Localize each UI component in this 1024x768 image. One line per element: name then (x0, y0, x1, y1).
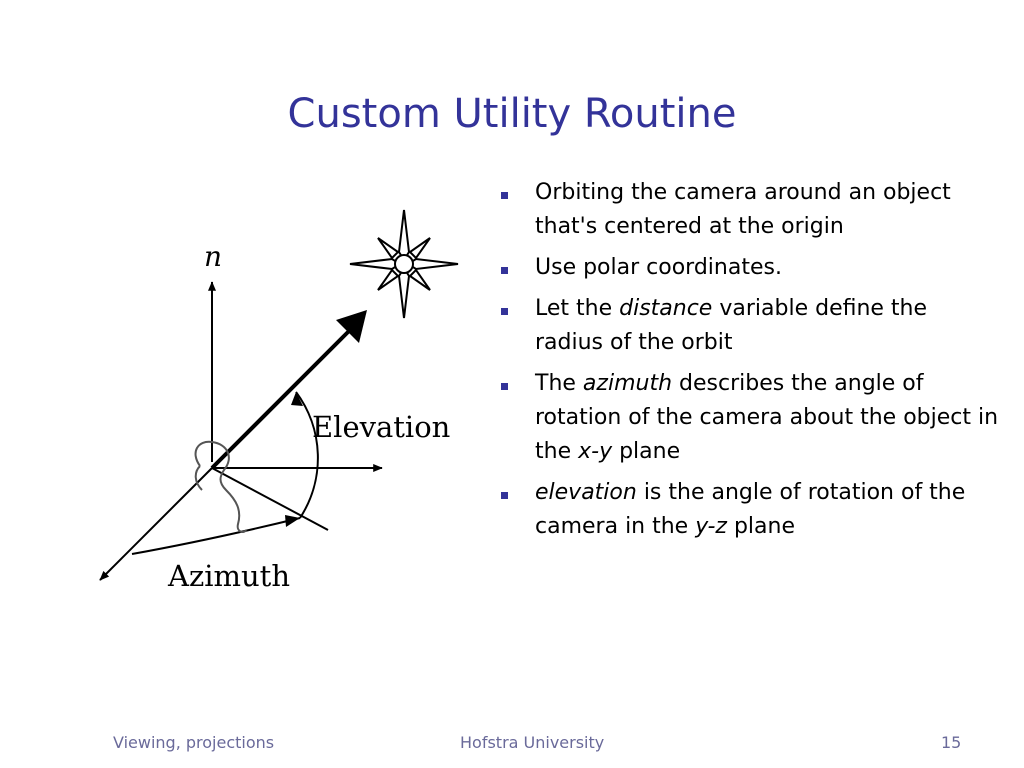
camera-arrowhead (336, 310, 367, 343)
footer-left: Viewing, projections (113, 733, 275, 752)
bullet-text-italic: distance (619, 296, 713, 321)
elevation-arc (295, 391, 319, 519)
bullet-text: is the angle of rotation of the camera i… (535, 480, 966, 539)
camera-direction-arrow (210, 326, 354, 470)
bullet-marker-icon (501, 383, 508, 390)
bullet-item: Use polar coordinates. (492, 251, 1002, 285)
bullet-text-italic: elevation (535, 480, 637, 505)
bullet-item: Let the distance variable define the rad… (492, 292, 1002, 360)
bullet-text-italic: x-y (578, 439, 613, 464)
azimuth-axis (99, 467, 213, 581)
bullet-marker-icon (501, 267, 508, 274)
azimuth-arc (131, 517, 301, 555)
elevation-label: Elevation (312, 410, 450, 444)
bullet-text: Use polar coordinates. (535, 255, 782, 280)
orbit-diagram: n Elevation Azimuth (99, 209, 459, 593)
azimuth-arc-arrowhead (285, 515, 300, 527)
bullet-text: variable define the radius of the orbit (535, 296, 928, 355)
bullet-text-italic: azimuth (582, 371, 673, 396)
bullet-list: Orbiting the camera around an object tha… (492, 176, 1002, 551)
bullet-text: The (535, 371, 583, 396)
bullet-text: plane (612, 439, 681, 464)
bullet-text: describes the angle of rotation of the c… (535, 371, 999, 464)
azimuth-label: Azimuth (167, 559, 290, 593)
bullet-item: The azimuth describes the angle of rotat… (492, 367, 1002, 469)
slide-title: Custom Utility Routine (287, 91, 737, 137)
bullet-text: Orbiting the camera around an object tha… (535, 180, 951, 239)
bullet-text: plane (726, 514, 795, 539)
footer-center: Hofstra University (460, 733, 605, 752)
bullet-marker-icon (501, 192, 508, 199)
star-icon (349, 209, 459, 319)
bullet-text-italic: y-z (695, 514, 727, 539)
projection-line (211, 467, 329, 531)
bullet-marker-icon (501, 492, 508, 499)
bullet-text: Let the (535, 296, 620, 321)
person-head-icon (194, 440, 247, 533)
elevation-arc-arrowhead (291, 392, 303, 406)
normal-label: n (204, 240, 222, 273)
bullet-item: Orbiting the camera around an object tha… (492, 176, 1002, 244)
bullet-item: elevation is the angle of rotation of th… (492, 476, 1002, 544)
bullet-marker-icon (501, 308, 508, 315)
footer-page-number: 15 (941, 733, 962, 752)
